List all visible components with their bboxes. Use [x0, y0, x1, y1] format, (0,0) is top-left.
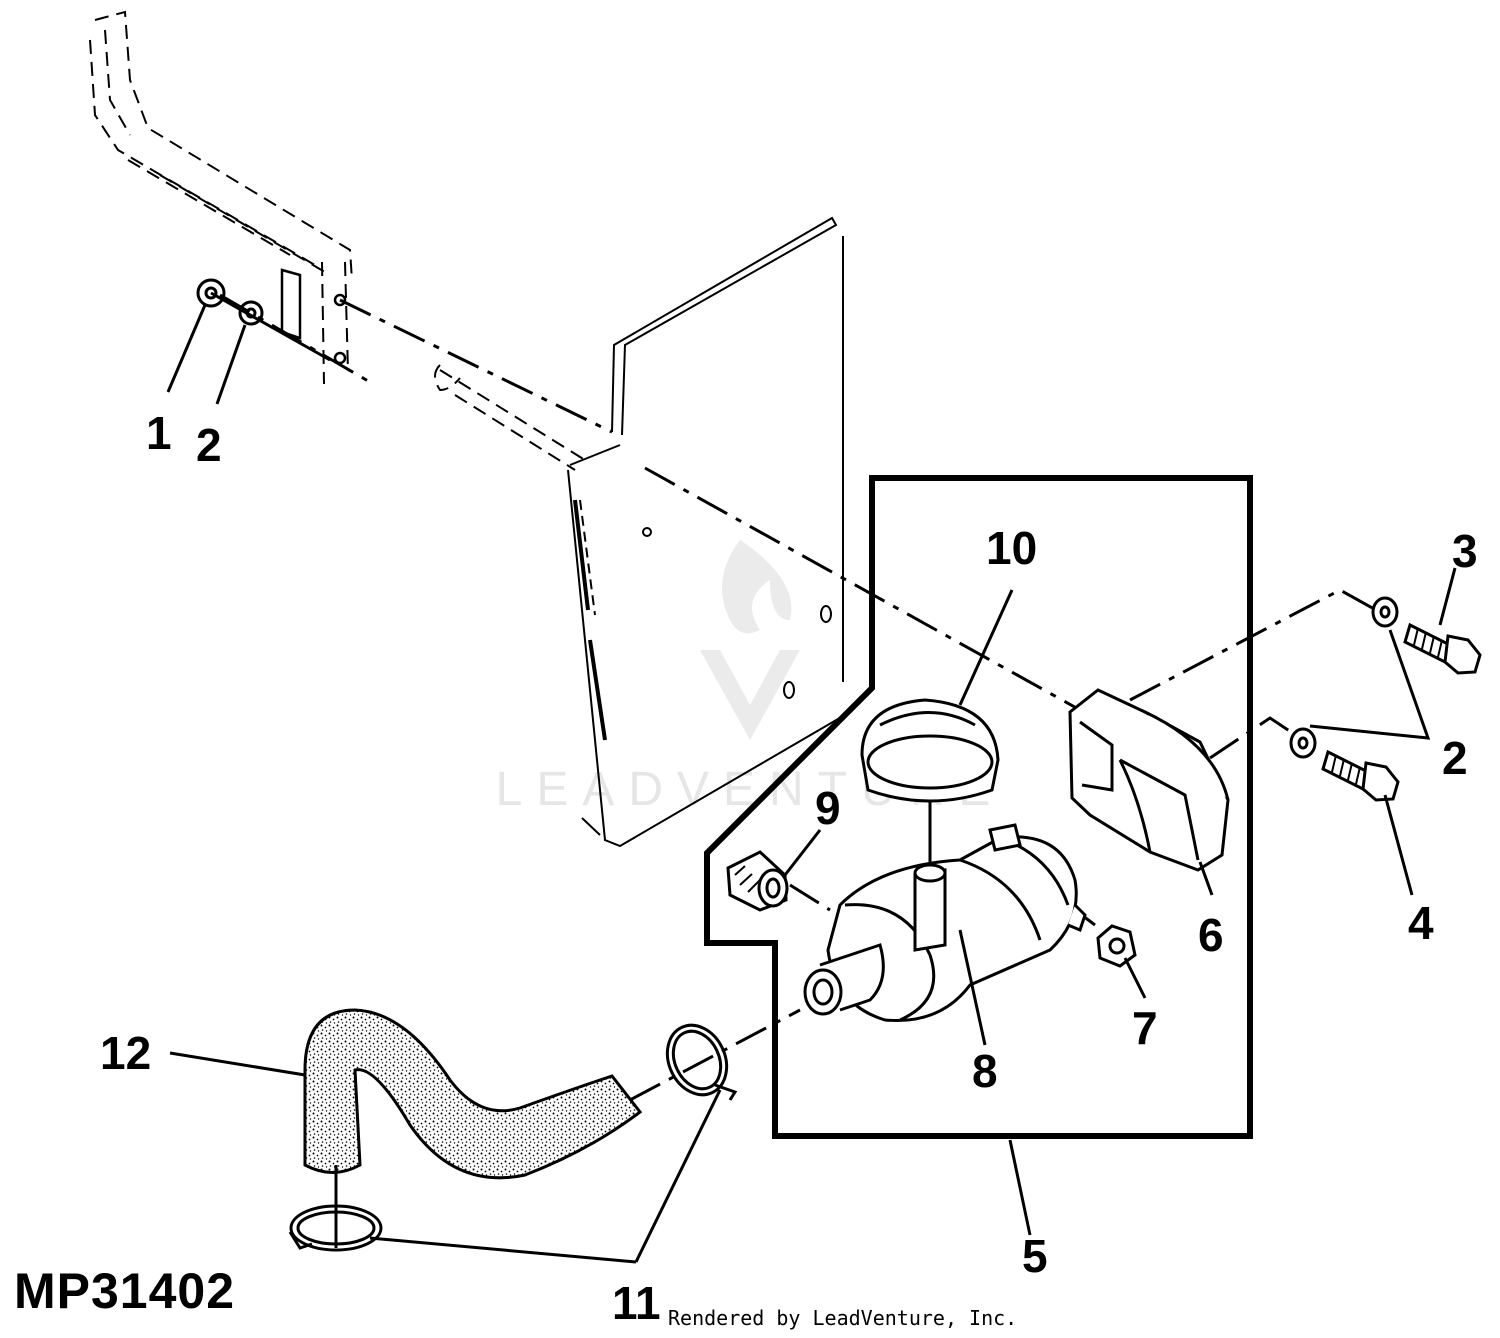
- cap-part-10: [860, 698, 1000, 803]
- callout-5: 5: [1022, 1230, 1048, 1282]
- bolt-part-3: [1403, 622, 1482, 675]
- callout-10: 10: [986, 522, 1038, 574]
- callout-3: 3: [1452, 525, 1478, 577]
- center-lines: [219, 293, 1386, 1102]
- bracket-part-6: [1068, 688, 1230, 872]
- figure-id: MP31402: [14, 1263, 236, 1319]
- watermark-logo: [700, 540, 800, 740]
- callout-6: 6: [1198, 909, 1224, 961]
- callout-11: 11: [612, 1277, 661, 1329]
- washer-part-2-right-upper: [1371, 596, 1399, 628]
- panel-slot-phantom: [434, 364, 586, 471]
- callout-9: 9: [815, 782, 841, 834]
- assembly-boundary: [704, 475, 1253, 1139]
- callout-7: 7: [1132, 1002, 1158, 1054]
- callout-4: 4: [1408, 897, 1434, 949]
- hose-part-12: [303, 1008, 643, 1180]
- callout-1: 1: [146, 407, 172, 459]
- callout-8: 8: [972, 1045, 998, 1097]
- callout-2-right: 2: [1442, 732, 1468, 784]
- mounting-panel-phantom: [567, 216, 851, 848]
- leader-lines: [166, 304, 1457, 1264]
- callout-12: 12: [100, 1027, 152, 1079]
- fitting-part-7: [1096, 924, 1137, 968]
- washer-part-2-right-lower: [1289, 727, 1317, 759]
- callout-2-left: 2: [196, 419, 222, 471]
- valve-body-part-8: [803, 823, 1087, 1023]
- footer-credit: Rendered by LeadVenture, Inc.: [668, 1306, 1018, 1330]
- nut-washer-line: [210, 291, 331, 362]
- bolt-part-4: [1321, 749, 1400, 802]
- fitting-part-9: [726, 850, 789, 912]
- frame-bracket-phantom: [89, 10, 353, 385]
- clamp-part-11-upper: [665, 1023, 738, 1101]
